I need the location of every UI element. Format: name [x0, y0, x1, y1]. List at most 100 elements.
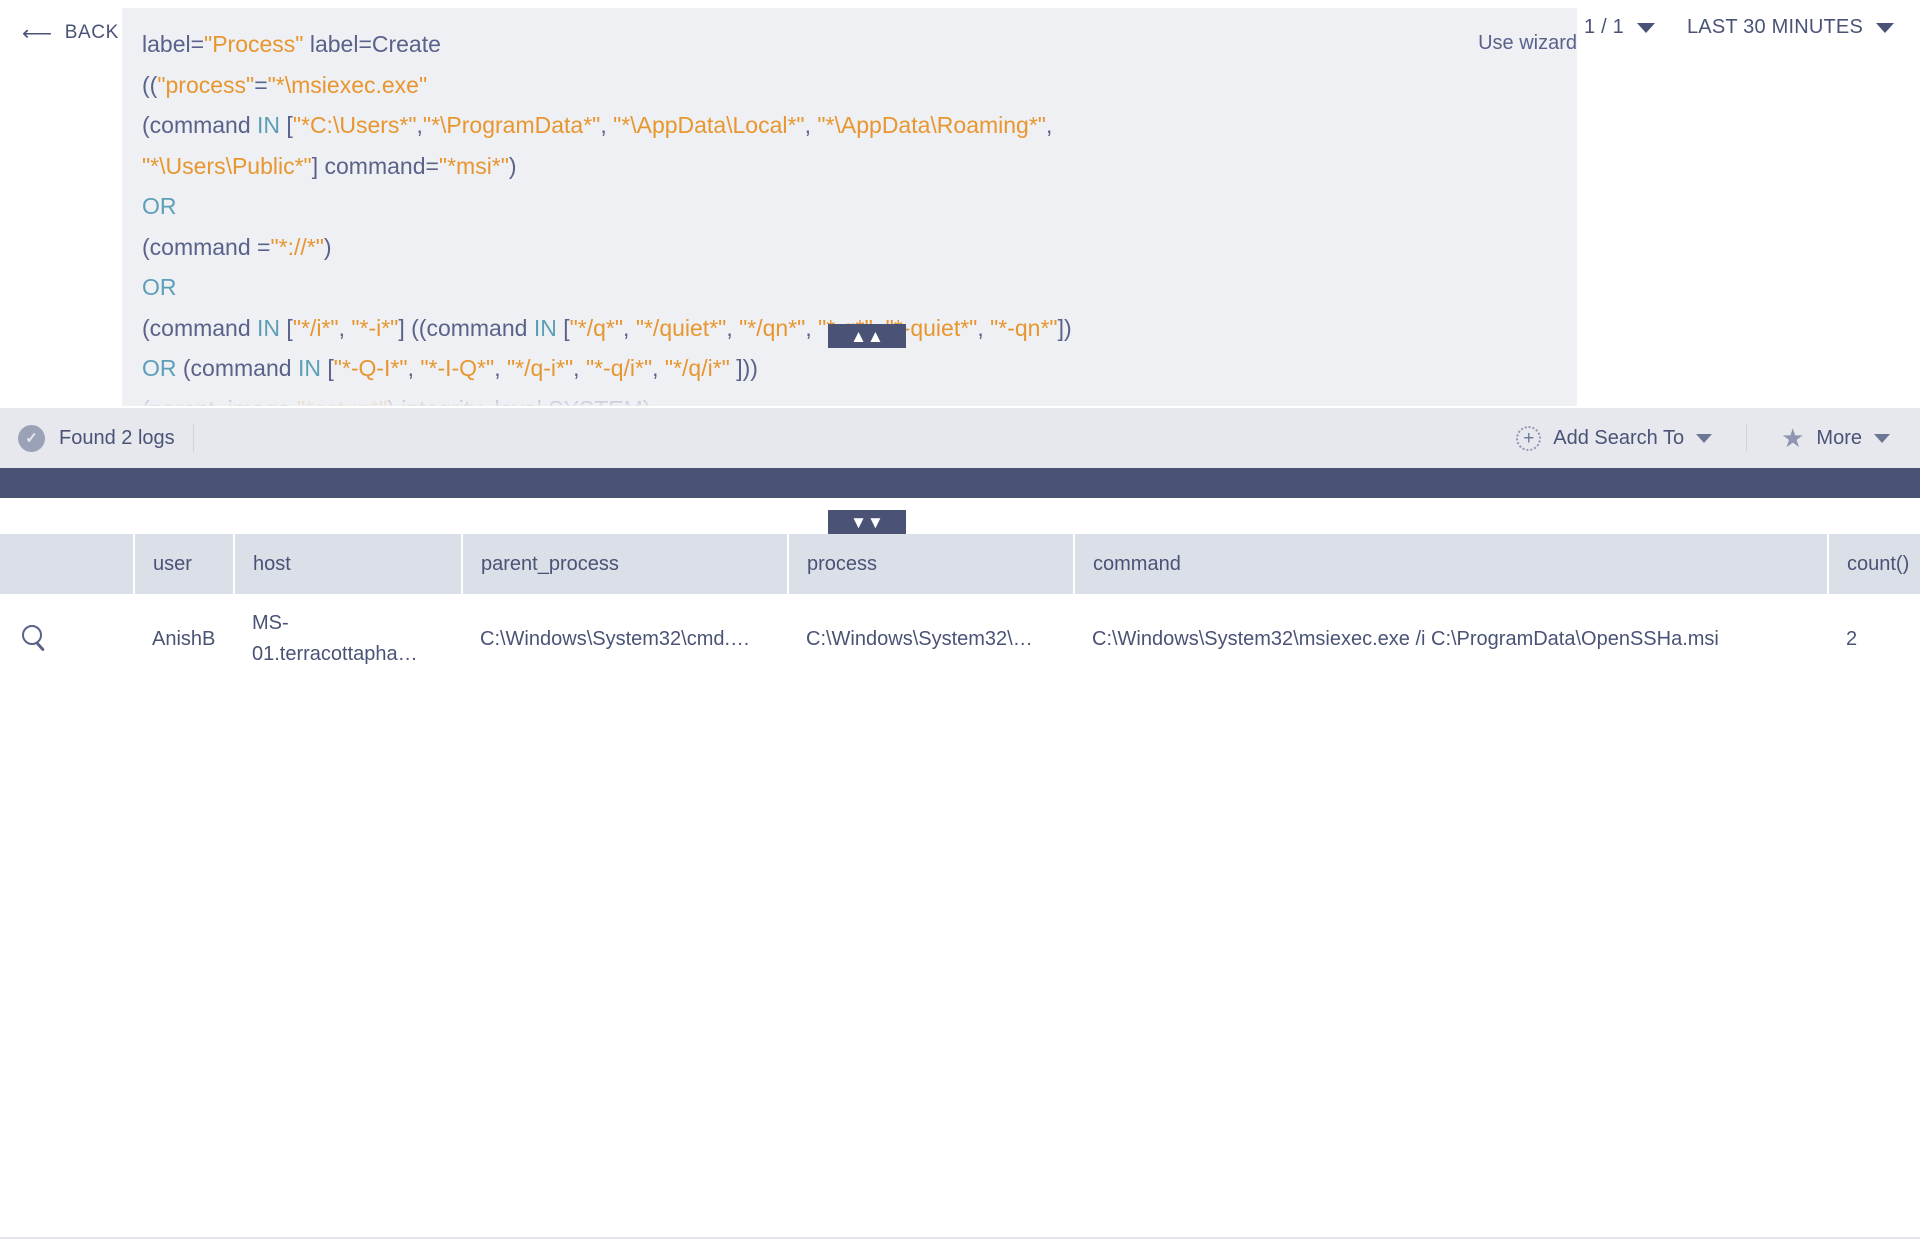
found-logs-label: Found 2 logs: [59, 426, 175, 449]
table-row[interactable]: AnishB MS-01.terracottapha… C:\Windows\S…: [0, 594, 1920, 684]
query-token: "*/q*": [569, 314, 624, 341]
query-line: OR (command IN ["*-Q-I*", "*-I-Q*", "*/q…: [142, 348, 1557, 389]
query-token: "process": [157, 71, 255, 98]
query-token: "*-I-Q*": [420, 355, 495, 381]
chevron-down-icon: [1874, 433, 1890, 443]
query-token: ,: [338, 314, 352, 341]
query-token: "*\Users\Public*": [142, 152, 312, 179]
query-token: ]): [1057, 314, 1072, 341]
query-token: IN: [297, 355, 321, 381]
query-token: IN: [533, 314, 557, 341]
query-token: ,: [726, 314, 740, 341]
query-token: OR: [142, 355, 177, 381]
more-label: More: [1816, 426, 1862, 449]
query-token: ,: [805, 314, 819, 341]
query-token: "*\msiexec.exe": [267, 71, 428, 98]
star-icon: ★: [1781, 423, 1805, 453]
query-token: (parent_image: [142, 396, 297, 407]
query-token: ): [508, 152, 517, 179]
collapse-query-handle[interactable]: ▲▲: [828, 324, 906, 348]
column-header-user[interactable]: user: [134, 534, 235, 594]
query-token: [: [320, 355, 334, 381]
cell-process: C:\Windows\System32\…: [788, 594, 1074, 684]
add-search-to-label: Add Search To: [1553, 426, 1685, 449]
chevron-down-icon: [1696, 433, 1713, 443]
query-token: ,: [1045, 112, 1053, 138]
query-token: "*\AppData\Roaming*": [817, 112, 1046, 138]
query-token: "*/q-i*": [506, 355, 574, 381]
query-line: (command IN ["*C:\Users*","*\ProgramData…: [142, 105, 1557, 146]
query-token: "*\ProgramData*": [422, 112, 601, 138]
query-token: ,: [573, 355, 586, 381]
column-header-process[interactable]: process: [788, 534, 1075, 594]
add-search-to-button[interactable]: + Add Search To: [1500, 425, 1728, 451]
cell-host: MS-01.terracottapha…: [234, 594, 462, 684]
chevron-down-icon: [1636, 22, 1655, 33]
table-body: AnishB MS-01.terracottapha… C:\Windows\S…: [0, 594, 1920, 684]
chevron-up-icon: ▲▲: [850, 326, 884, 346]
back-button[interactable]: ⟵ BACK: [22, 22, 119, 44]
column-header-parent-process[interactable]: parent_process: [462, 534, 789, 594]
query-token: "*-i*": [351, 314, 399, 341]
query-line: label="Process" label=Create: [142, 24, 1557, 65]
query-lines: label="Process" label=Create(("process"=…: [142, 24, 1557, 406]
circle-check-icon: ✓: [18, 424, 45, 452]
more-button[interactable]: ★ More: [1765, 425, 1906, 451]
query-line: "*\Users\Public*"] command="*msi*"): [142, 146, 1557, 187]
time-range-label: LAST 30 MINUTES: [1686, 16, 1863, 38]
cell-user: AnishB: [134, 594, 234, 684]
query-token: ,: [804, 112, 818, 138]
query-token: OR: [142, 274, 177, 300]
column-header-icon[interactable]: [0, 534, 135, 594]
query-token: ,: [416, 112, 423, 138]
cell-parent-process: C:\Windows\System32\cmd.…: [462, 594, 788, 684]
expand-results-handle[interactable]: ▼▼: [828, 510, 906, 534]
query-token: IN: [257, 112, 281, 138]
status-bar-actions: + Add Search To ★ More: [1500, 424, 1906, 452]
query-editor-area: ⟵ BACK label="Process" label=Create(("pr…: [0, 0, 1920, 408]
query-token: "*/qn*": [739, 314, 806, 341]
query-token: "*-qn*": [990, 314, 1058, 341]
query-token: OR: [142, 193, 177, 219]
column-header-command[interactable]: command: [1074, 534, 1829, 594]
page-indicator-dropdown[interactable]: 1 / 1: [1568, 16, 1671, 39]
query-token: (command =: [142, 233, 271, 260]
query-token: "*msi*": [438, 152, 509, 179]
results-table: user host parent_process process command…: [0, 534, 1920, 684]
cell-count: 2: [1828, 594, 1920, 684]
query-token: "*/q/i*": [664, 355, 730, 381]
query-token: [: [280, 314, 293, 341]
query-line: (("process"="*\msiexec.exe": [142, 65, 1557, 106]
query-token: ] command=: [311, 152, 439, 179]
query-token: "*\AppData\Local*": [613, 112, 805, 138]
query-token: "*setup*": [297, 396, 388, 407]
query-token: label=Create: [303, 31, 441, 57]
query-token: ] ((command: [398, 314, 534, 341]
query-token: (command: [142, 112, 258, 138]
use-wizard-link[interactable]: Use wizard: [1468, 32, 1577, 55]
query-token: ,: [600, 112, 614, 138]
row-inspect-button[interactable]: [0, 594, 134, 684]
results-status-bar: ✓ Found 2 logs + Add Search To ★ More: [0, 408, 1920, 468]
query-token: ,: [652, 355, 665, 381]
chevron-down-icon: [1876, 22, 1894, 33]
time-range-dropdown[interactable]: LAST 30 MINUTES: [1671, 16, 1910, 39]
query-token: ) integrity_level SYSTEM): [387, 396, 650, 407]
query-token: "*://*": [270, 233, 324, 260]
divider: [192, 424, 194, 452]
query-token: ((: [142, 71, 158, 98]
query-token: "*-Q-I*": [333, 355, 408, 381]
query-line: OR: [142, 186, 1557, 227]
query-token: ): [323, 233, 332, 260]
query-token: ,: [977, 314, 991, 341]
magnifier-icon: [22, 624, 42, 645]
query-token: ,: [407, 355, 421, 381]
query-token: "*/quiet*": [635, 314, 727, 341]
column-header-host[interactable]: host: [234, 534, 463, 594]
query-token: "*C:\Users*": [292, 112, 417, 138]
panel-splitter[interactable]: [0, 468, 1920, 498]
found-logs-group: ✓ Found 2 logs: [18, 424, 175, 452]
column-header-count[interactable]: count(): [1828, 534, 1920, 594]
query-line: (command ="*://*"): [142, 227, 1557, 268]
query-token: =: [254, 71, 268, 98]
